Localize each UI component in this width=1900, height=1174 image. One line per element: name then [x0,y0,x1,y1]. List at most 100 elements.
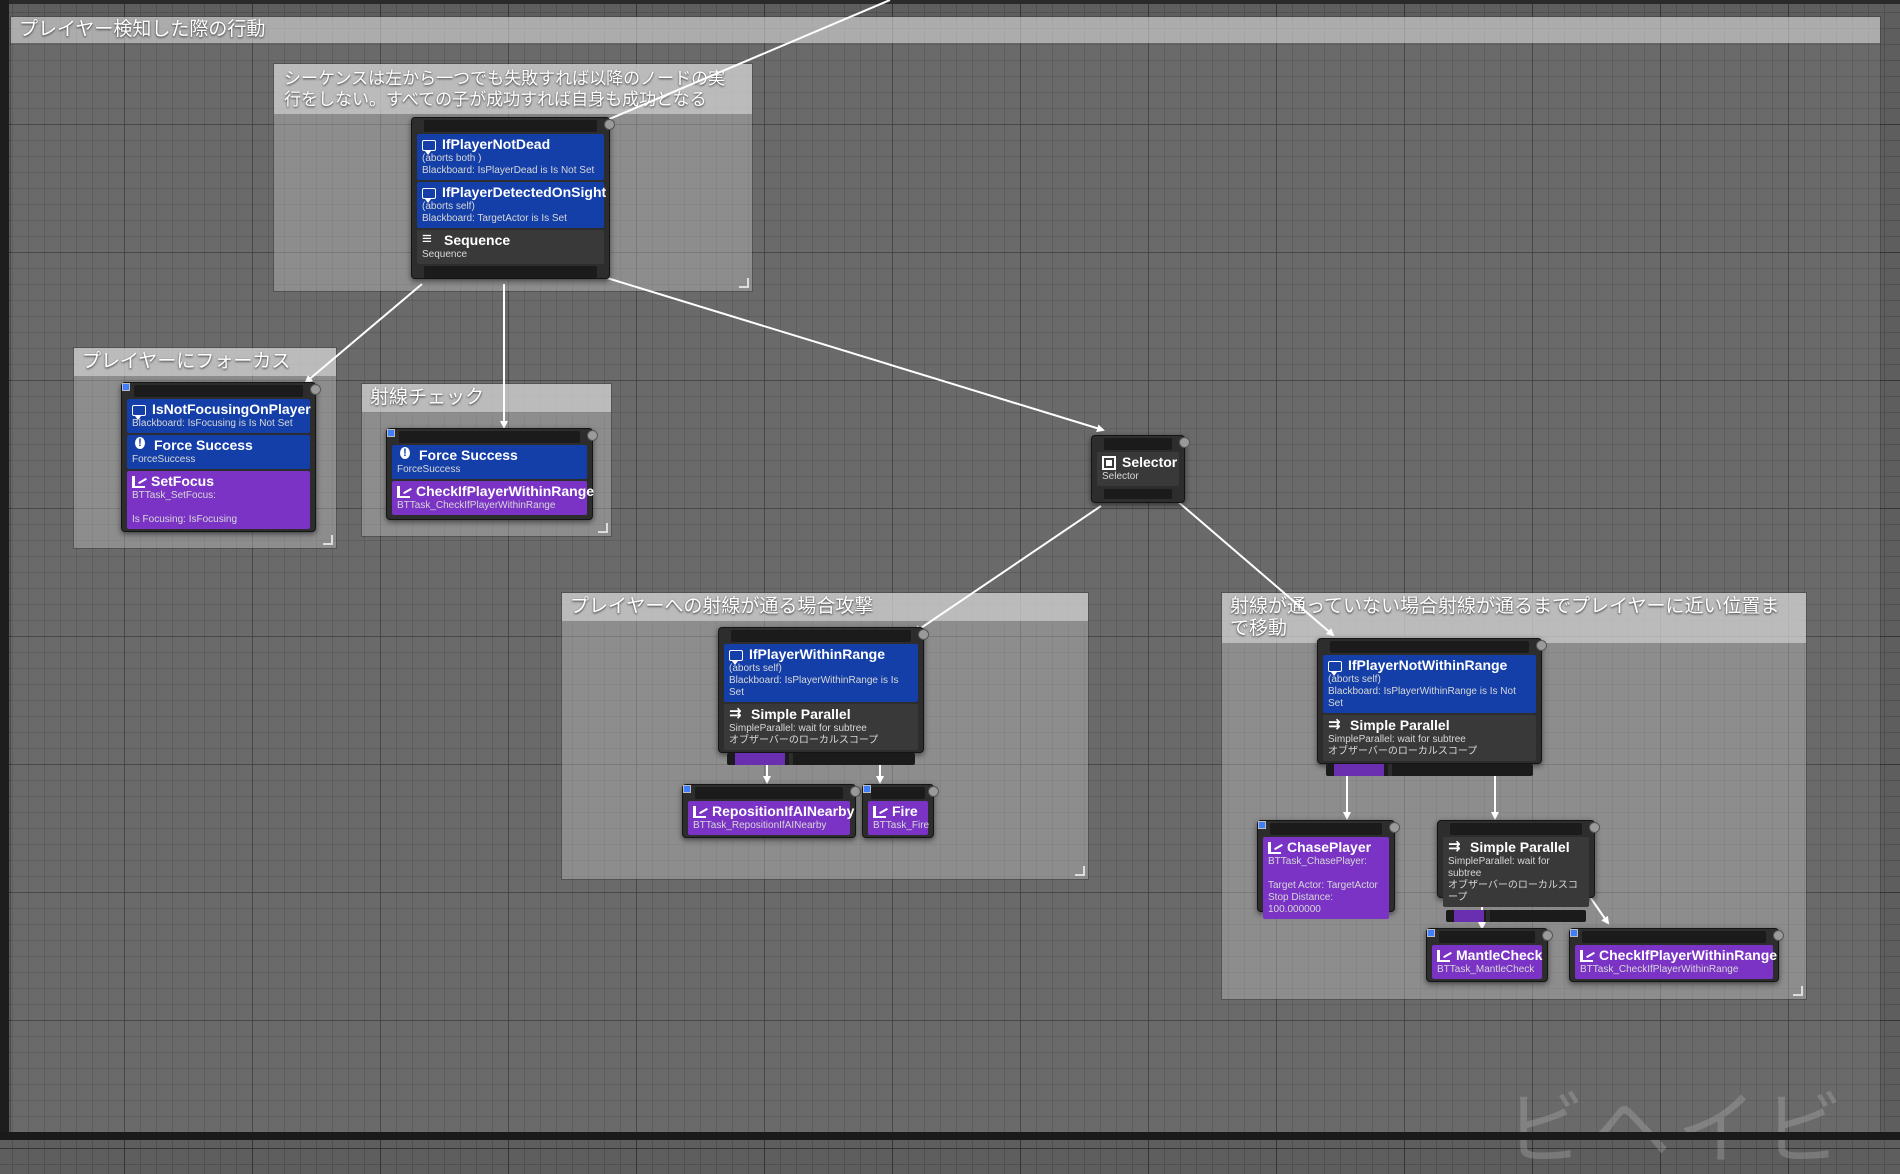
node-title: IfPlayerNotDead [442,136,551,152]
output-pin-bar[interactable] [424,266,597,278]
breakpoint-badge [122,383,130,391]
task-check-if-player-within-range[interactable]: CheckIfPlayerWithinRange BTTask_CheckIfP… [392,481,594,515]
task-icon [693,805,706,818]
output-pin[interactable] [1179,437,1190,448]
parallel-node-move[interactable]: IfPlayerNotWithinRange (aborts self) Bla… [1317,638,1547,776]
output-pin[interactable] [1542,930,1553,941]
decorator-is-not-focusing[interactable]: IsNotFocusingOnPlayer Blackboard: IsFocu… [127,399,311,433]
task-mantle-check[interactable]: MantleCheck BTTask_MantleCheck [1432,945,1542,979]
node-title: Sequence [444,232,511,248]
node-property-distance: Stop Distance: 100.000000 [1268,892,1334,915]
decorator-if-player-detected[interactable]: IfPlayerDetectedOnSight (aborts self) Bl… [417,182,606,228]
node-description: BTTask_Fire [873,820,930,831]
input-pin-bar[interactable] [1582,931,1766,943]
task-reposition-if-ai-nearby[interactable]: RepositionIfAINearby BTTask_RepositionIf… [688,801,854,835]
canvas-top-edge [0,0,1900,4]
composite-sequence[interactable]: Sequence Sequence [417,230,604,264]
input-pin-bar[interactable] [731,630,911,642]
output-pin-bar[interactable] [1104,489,1172,499]
task-node-check-range[interactable]: Force Success ForceSuccess CheckIfPlayer… [386,428,598,520]
task-fire[interactable]: Fire BTTask_Fire [868,801,930,835]
parallel-output-pins[interactable] [1326,764,1533,776]
task-node-reposition[interactable]: RepositionIfAINearby BTTask_RepositionIf… [682,784,861,838]
task-node-check-range-2[interactable]: CheckIfPlayerWithinRange BTTask_CheckIfP… [1569,928,1784,982]
decorator-icon [422,139,436,155]
node-description-local: オブザーバーのローカルスコープ [1448,880,1578,903]
task-set-focus[interactable]: SetFocus BTTask_SetFocus: Is Focusing: I… [127,471,310,529]
composite-simple-parallel[interactable]: Simple Parallel SimpleParallel: wait for… [1323,715,1536,761]
resize-handle[interactable] [739,278,749,288]
resize-handle[interactable] [323,535,333,545]
input-pin-bar[interactable] [134,385,303,397]
parallel-node-inner[interactable]: Simple Parallel SimpleParallel: wait for… [1437,820,1600,922]
input-pin-bar[interactable] [399,431,580,443]
output-pin[interactable] [928,786,939,797]
task-icon [397,485,410,498]
output-pin[interactable] [587,430,598,441]
input-pin-bar[interactable] [424,120,597,132]
node-description: SimpleParallel: wait for subtree [1448,856,1550,879]
node-title: Force Success [419,447,518,463]
task-node-mantle-check[interactable]: MantleCheck BTTask_MantleCheck [1426,928,1553,982]
decorator-if-player-not-within-range[interactable]: IfPlayerNotWithinRange (aborts self) Bla… [1323,655,1536,713]
task-node-set-focus[interactable]: IsNotFocusingOnPlayer Blackboard: IsFocu… [121,382,321,532]
input-pin-bar[interactable] [1450,823,1582,835]
node-condition: Blackboard: IsFocusing is Is Not Set [132,418,293,429]
comment-attack-title: プレイヤーへの射線が通る場合攻撃 [562,593,1088,621]
parallel-output-pins[interactable] [1446,910,1586,922]
input-pin-bar[interactable] [695,787,843,799]
output-pin[interactable] [850,786,861,797]
node-title: Simple Parallel [1470,839,1570,855]
node-title: CheckIfPlayerWithinRange [416,483,595,499]
main-task-pin[interactable] [735,753,785,765]
node-description-local: オブザーバーのローカルスコープ [729,735,879,746]
parallel-icon [729,705,745,722]
output-pin[interactable] [604,119,615,130]
breakpoint-badge [863,785,871,793]
node-description: BTTask_CheckIfPlayerWithinRange [1580,964,1739,975]
node-title: SetFocus [151,473,215,489]
node-title: Fire [892,803,918,819]
task-icon [1437,949,1450,962]
task-icon [1580,949,1593,962]
decorator-if-player-within-range[interactable]: IfPlayerWithinRange (aborts self) Blackb… [724,644,918,702]
input-pin-bar[interactable] [1104,438,1172,450]
output-pin[interactable] [1536,640,1547,651]
task-node-fire[interactable]: Fire BTTask_Fire [862,784,939,838]
main-task-pin[interactable] [1454,910,1484,922]
output-pin[interactable] [1773,930,1784,941]
parallel-node-attack[interactable]: IfPlayerWithinRange (aborts self) Blackb… [718,627,929,765]
output-pin[interactable] [1589,822,1600,833]
decorator-force-success[interactable]: Force Success ForceSuccess [127,435,310,469]
input-pin-bar[interactable] [1330,641,1529,653]
decorator-force-success[interactable]: Force Success ForceSuccess [392,445,587,479]
task-node-chase-player[interactable]: ChasePlayer BTTask_ChasePlayer: Target A… [1257,820,1400,919]
parallel-output-pins[interactable] [727,753,915,765]
composite-simple-parallel[interactable]: Simple Parallel SimpleParallel: wait for… [724,704,918,750]
task-chase-player[interactable]: ChasePlayer BTTask_ChasePlayer: Target A… [1263,837,1389,919]
decorator-if-player-not-dead[interactable]: IfPlayerNotDead (aborts both ) Blackboar… [417,134,604,180]
task-check-if-player-within-range[interactable]: CheckIfPlayerWithinRange BTTask_CheckIfP… [1575,945,1777,979]
composite-simple-parallel[interactable]: Simple Parallel SimpleParallel: wait for… [1443,837,1589,907]
node-condition: Blackboard: IsPlayerDead is Is Not Set [422,165,595,176]
sequence-node-root[interactable]: IfPlayerNotDead (aborts both ) Blackboar… [411,117,615,279]
resize-handle[interactable] [1075,866,1085,876]
node-condition: Blackboard: IsPlayerWithinRange is Is Se… [729,675,899,698]
resize-handle[interactable] [1793,986,1803,996]
input-pin-bar[interactable] [871,787,925,799]
decorator-icon [132,404,146,420]
resize-handle[interactable] [598,523,608,533]
selector-node[interactable]: Selector Selector [1091,435,1190,503]
output-pin[interactable] [918,629,929,640]
main-task-pin[interactable] [1334,764,1384,776]
force-success-icon [132,436,148,453]
node-title: RepositionIfAINearby [712,803,855,819]
node-title: Force Success [154,437,253,453]
input-pin-bar[interactable] [1439,931,1535,943]
output-pin[interactable] [310,384,321,395]
composite-selector[interactable]: Selector Selector [1097,452,1179,486]
node-description: BTTask_SetFocus: [132,490,216,501]
input-pin-bar[interactable] [1270,823,1382,835]
output-pin[interactable] [1389,822,1400,833]
node-description: SimpleParallel: wait for subtree [1328,734,1466,745]
